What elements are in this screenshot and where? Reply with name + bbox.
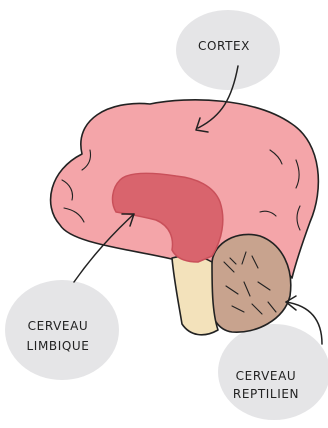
cerebellum-region	[208, 234, 291, 332]
reptilian-label-line2: REPTILIEN	[233, 387, 299, 401]
cortex-label: CORTEX	[198, 39, 250, 53]
limbic-label-line1: CERVEAU	[28, 319, 89, 333]
reptilian-label-line1: CERVEAU	[236, 369, 297, 383]
limbic-label-line2: LIMBIQUE	[27, 339, 90, 353]
brainstem-region	[172, 256, 218, 335]
